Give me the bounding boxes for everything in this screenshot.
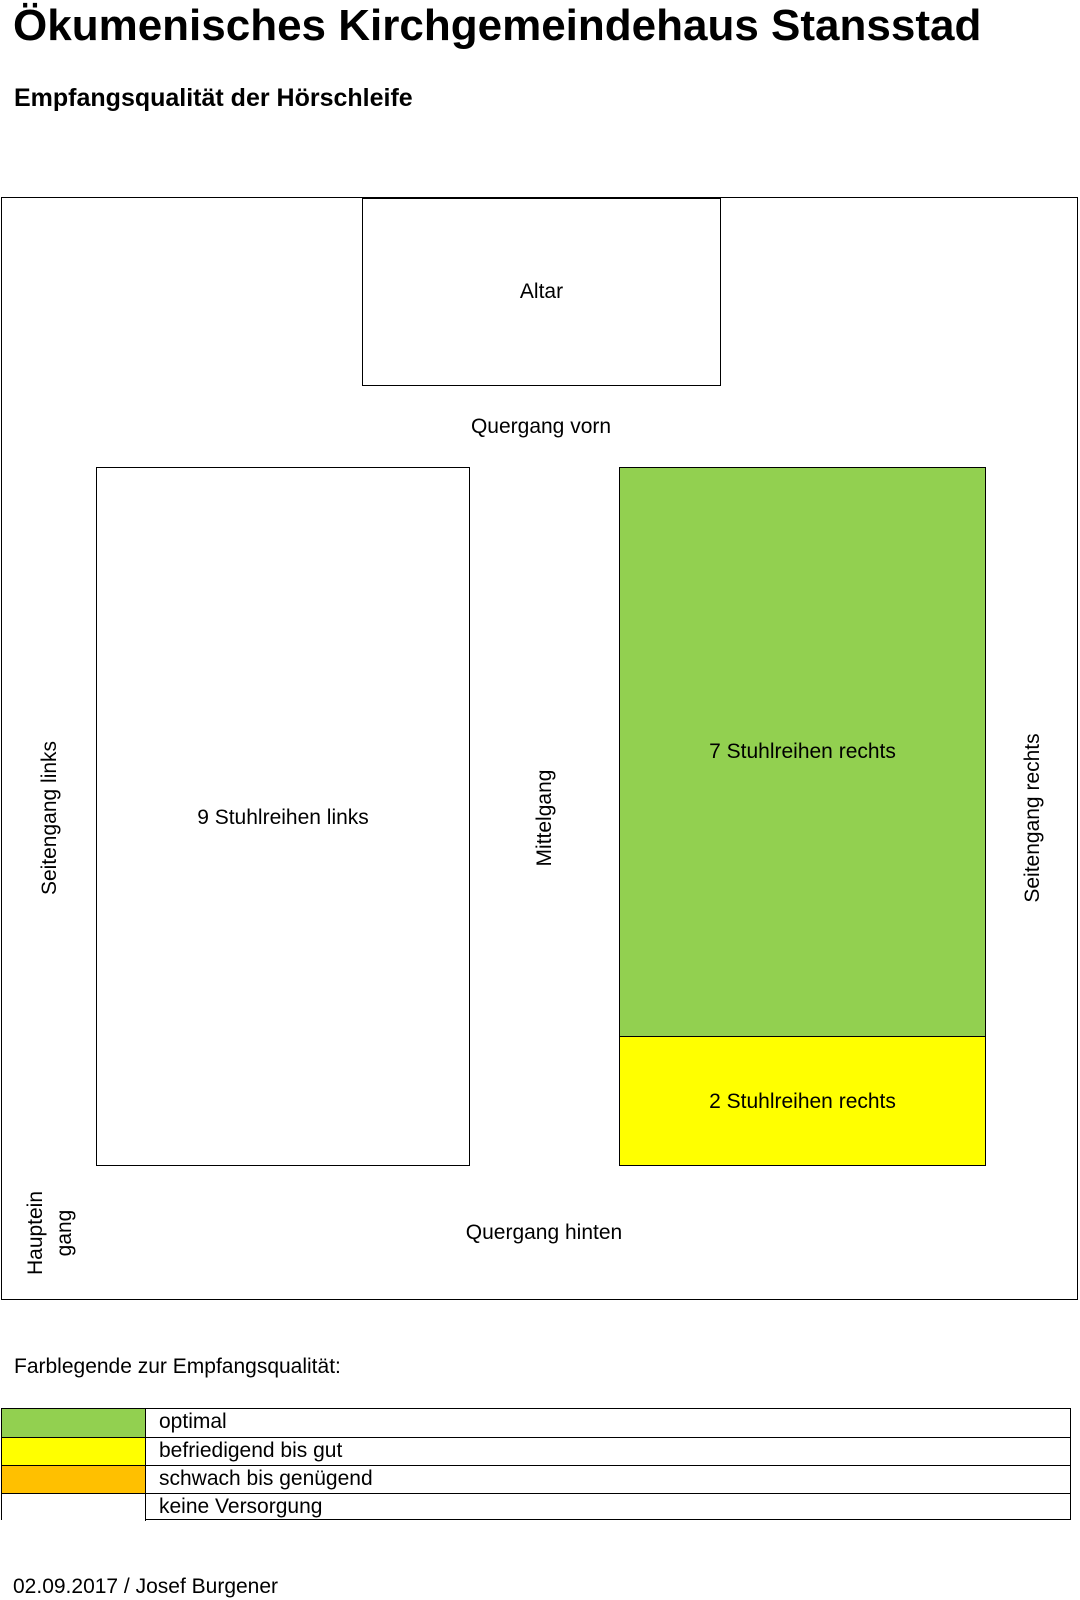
legend-swatch bbox=[2, 1494, 146, 1521]
seating-block-right-good: 2 Stuhlreihen rechts bbox=[619, 1036, 986, 1166]
legend-row-keine: keine Versorgung bbox=[2, 1493, 1070, 1521]
page-title: Ökumenisches Kirchgemeindehaus Stansstad bbox=[13, 1, 982, 50]
quergang-vorn-label: Quergang vorn bbox=[470, 415, 612, 438]
legend-swatch bbox=[2, 1466, 146, 1493]
altar-area: Altar bbox=[362, 198, 721, 386]
legend-row-befriedigend: befriedigend bis gut bbox=[2, 1437, 1070, 1465]
legend-label: schwach bis genügend bbox=[159, 1467, 373, 1490]
quergang-hinten-label: Quergang hinten bbox=[465, 1221, 623, 1244]
seating-block-left: 9 Stuhlreihen links bbox=[96, 467, 470, 1166]
floor-plan: Altar Quergang vorn Seitengang links 9 S… bbox=[1, 197, 1078, 1300]
legend-row-optimal: optimal bbox=[2, 1409, 1070, 1437]
seating-right-7-label: 7 Stuhlreihen rechts bbox=[709, 740, 896, 763]
color-legend: optimal befriedigend bis gut schwach bis… bbox=[1, 1408, 1071, 1521]
page-subtitle: Empfangsqualität der Hörschleife bbox=[14, 84, 413, 112]
legend-label: optimal bbox=[159, 1410, 227, 1433]
legend-swatch bbox=[2, 1438, 146, 1465]
seating-block-right-optimal: 7 Stuhlreihen rechts bbox=[619, 467, 986, 1037]
legend-label: keine Versorgung bbox=[159, 1495, 323, 1518]
seating-right-2-label: 2 Stuhlreihen rechts bbox=[709, 1090, 896, 1113]
seitengang-links-label: Seitengang links bbox=[38, 740, 61, 896]
legend-swatch bbox=[2, 1409, 146, 1437]
haupteingang-label-line2: gang bbox=[53, 1209, 76, 1257]
seating-left-label: 9 Stuhlreihen links bbox=[197, 806, 369, 829]
legend-label: befriedigend bis gut bbox=[159, 1439, 343, 1462]
legend-row-schwach: schwach bis genügend bbox=[2, 1465, 1070, 1493]
mittelgang-label: Mittelgang bbox=[533, 769, 556, 867]
footer-date-author: 02.09.2017 / Josef Burgener bbox=[13, 1575, 279, 1598]
haupteingang-label-line1: Hauptein bbox=[24, 1190, 47, 1276]
legend-title: Farblegende zur Empfangsqualität: bbox=[14, 1355, 341, 1378]
altar-label: Altar bbox=[519, 280, 564, 303]
seitengang-rechts-label: Seitengang rechts bbox=[1021, 733, 1044, 903]
